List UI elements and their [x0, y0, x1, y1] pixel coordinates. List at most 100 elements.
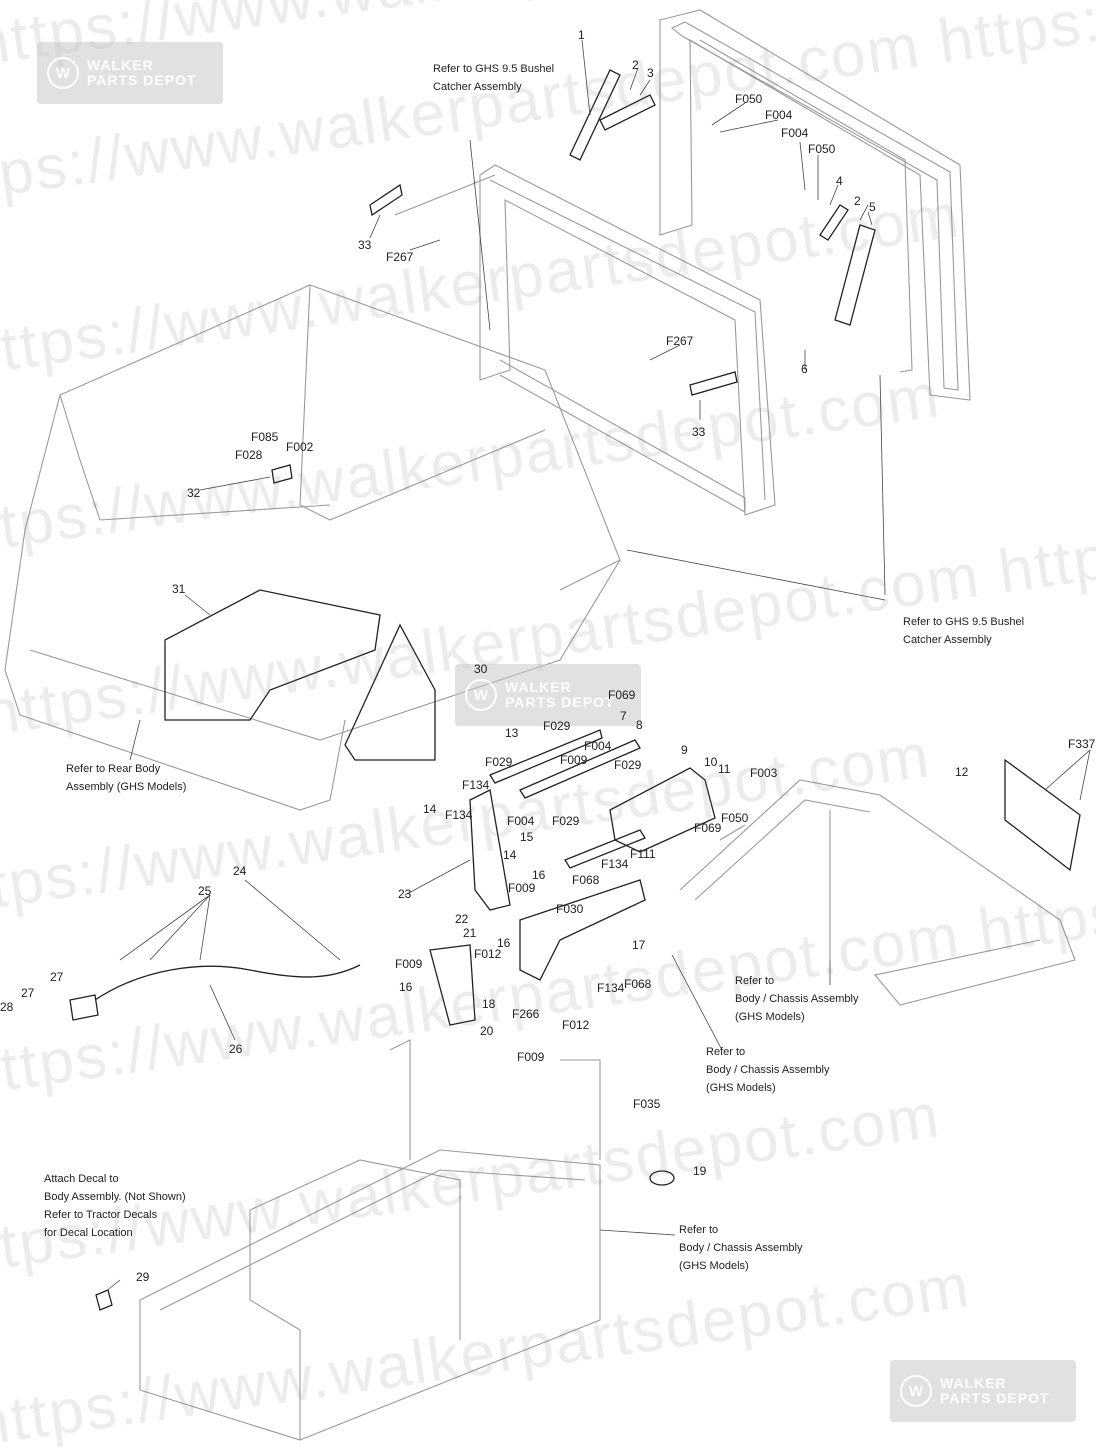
catch-plate-33a — [369, 183, 403, 217]
logo-line1: WALKER — [940, 1375, 1007, 1391]
part-label: F029 — [552, 814, 580, 828]
part-label: 9 — [681, 743, 688, 757]
actuator-motor-9 — [609, 767, 716, 853]
part-label: F050 — [808, 142, 836, 156]
part-label: 2 — [632, 58, 639, 72]
reference-note: Refer to Body / Chassis Assembly (GHS Mo… — [679, 1221, 803, 1275]
side-panel-30 — [344, 623, 436, 761]
part-label: F009 — [517, 1050, 545, 1064]
part-label: F004 — [507, 814, 535, 828]
note-line: Body / Chassis Assembly — [706, 1064, 830, 1076]
part-label: F009 — [560, 753, 588, 767]
front-frame-outline — [394, 164, 776, 516]
part-label: F069 — [694, 821, 722, 835]
note-line: Refer to Rear Body — [66, 763, 161, 775]
part-label: 21 — [463, 926, 477, 940]
part-label: 2 — [854, 194, 861, 208]
part-label: F003 — [750, 766, 778, 780]
bracket-part-5 — [834, 224, 876, 326]
logo-line2: PARTS DEPOT — [940, 1390, 1050, 1406]
note-line: Body / Chassis Assembly — [735, 993, 859, 1005]
part-label: 25 — [198, 884, 212, 898]
catch-plate-33b — [689, 371, 738, 396]
part-label: F134 — [597, 981, 625, 995]
part-label: 3 — [647, 66, 654, 80]
walker-logo-icon: W — [47, 57, 79, 89]
part-label: F002 — [286, 440, 314, 454]
part-label: F134 — [462, 778, 490, 792]
part-label: 16 — [399, 980, 413, 994]
reference-note: Refer to GHS 9.5 Bushel Catcher Assembly — [903, 613, 1024, 649]
part-label: 20 — [480, 1024, 494, 1038]
part-label: 11 — [718, 762, 731, 776]
part-label: 22 — [455, 912, 469, 926]
part-label: 16 — [532, 868, 546, 882]
part-label: 7 — [620, 709, 627, 723]
logo-line1: WALKER — [505, 679, 572, 695]
bracket-15 — [519, 739, 641, 799]
reference-note: Attach Decal to Body Assembly. (Not Show… — [44, 1170, 186, 1242]
actuator-rod — [564, 829, 646, 869]
part-label: 27 — [50, 970, 64, 984]
part-label: 16 — [497, 936, 511, 950]
part-label: F012 — [474, 947, 502, 961]
part-label: 28 — [0, 1000, 14, 1014]
part-label: F068 — [624, 977, 652, 991]
note-line: for Decal Location — [44, 1227, 133, 1239]
part-label: 23 — [398, 887, 412, 901]
walker-logo-icon: W — [900, 1375, 932, 1407]
part-label: F266 — [512, 1007, 540, 1021]
part-label: 19 — [693, 1164, 707, 1178]
part-label: F012 — [562, 1018, 590, 1032]
part-label: F134 — [445, 808, 473, 822]
rail-13 — [489, 729, 603, 784]
part-label: F029 — [614, 758, 642, 772]
reference-note: Refer to GHS 9.5 Bushel Catcher Assembly — [433, 60, 554, 96]
note-line: Refer to GHS 9.5 Bushel — [903, 616, 1025, 628]
part-label: F050 — [735, 92, 763, 106]
note-line: (GHS Models) — [706, 1082, 776, 1094]
decal-29 — [95, 1289, 113, 1311]
decal-plate-12 — [1004, 758, 1081, 872]
note-line: Attach Decal to — [44, 1173, 119, 1185]
part-label: 31 — [172, 582, 186, 596]
note-line: Refer to GHS 9.5 Bushel — [433, 63, 555, 75]
part-label: F068 — [572, 873, 600, 887]
part-label: F030 — [556, 902, 584, 916]
part-label: 26 — [229, 1042, 243, 1056]
part-label: 15 — [520, 830, 534, 844]
latch-plate-32 — [271, 464, 293, 484]
hood-shell-outline — [4, 284, 621, 811]
part-label: F029 — [543, 719, 571, 733]
vent-panel-31 — [164, 589, 381, 721]
note-line: Body / Chassis Assembly — [679, 1242, 803, 1254]
part-label: 32 — [187, 486, 201, 500]
note-line: Catcher Assembly — [433, 81, 522, 93]
reference-note: Refer to Body / Chassis Assembly (GHS Mo… — [735, 972, 859, 1026]
part-label: 14 — [423, 802, 437, 816]
part-label: 10 — [704, 755, 718, 769]
part-label: F009 — [395, 957, 423, 971]
washer-19 — [649, 1170, 675, 1186]
part-label: F050 — [721, 811, 749, 825]
chassis-arm-outline — [679, 779, 1076, 1006]
link-part-4 — [819, 204, 849, 241]
switch-27 — [69, 994, 99, 1021]
note-line: Refer to — [735, 975, 775, 987]
note-line: (GHS Models) — [735, 1011, 805, 1023]
part-label: 14 — [503, 848, 517, 862]
part-label: F028 — [235, 448, 263, 462]
part-label: F009 — [508, 881, 536, 895]
part-label: 12 — [955, 765, 969, 779]
plate-20 — [429, 944, 476, 1026]
part-label: 29 — [136, 1270, 150, 1284]
rear-frame-outline — [659, 9, 971, 401]
bracket-part-1 — [569, 69, 621, 161]
part-label: 27 — [21, 986, 35, 1000]
part-label: F267 — [386, 250, 414, 264]
logo-line2: PARTS DEPOT — [87, 72, 197, 88]
